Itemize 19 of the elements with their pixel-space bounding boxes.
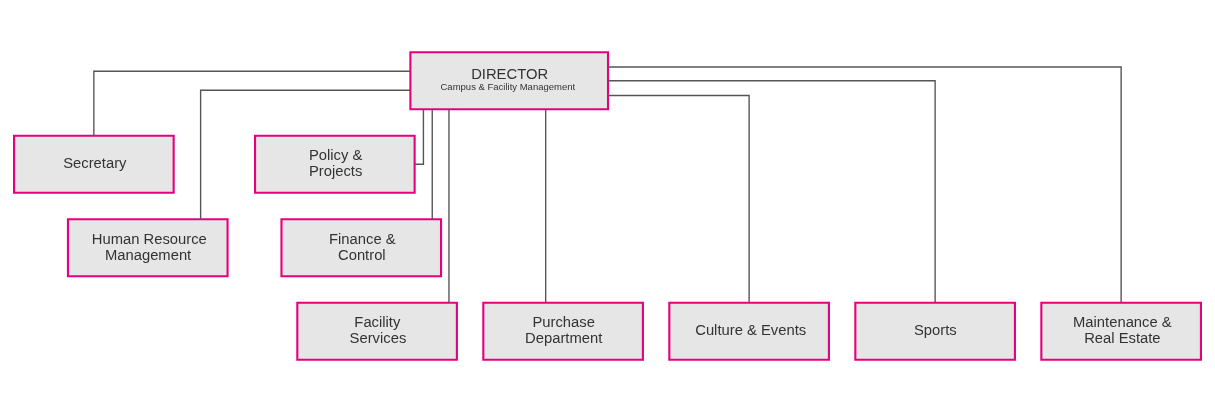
node-box: Sports (854, 301, 1016, 361)
connector (545, 108, 547, 303)
node-box: DIRECTOR Campus & Facility Management (409, 50, 610, 110)
node-box: Facility Services (296, 301, 458, 361)
connector (414, 108, 425, 165)
node-box: Policy & Projects (254, 134, 416, 194)
connector (93, 70, 411, 136)
connector (199, 89, 411, 220)
node-box: Secretary (13, 134, 175, 194)
node-box: Human Resource Management (66, 217, 229, 277)
connector (607, 65, 1122, 303)
connector (431, 108, 433, 220)
connector (448, 108, 450, 303)
node-box: Maintenance & Real Estate (1040, 301, 1202, 361)
connector (607, 94, 750, 303)
node-box: Culture & Events (668, 301, 830, 361)
node-box: Finance & Control (280, 217, 443, 277)
connector (607, 79, 936, 303)
node-box: Purchase Department (482, 301, 644, 361)
